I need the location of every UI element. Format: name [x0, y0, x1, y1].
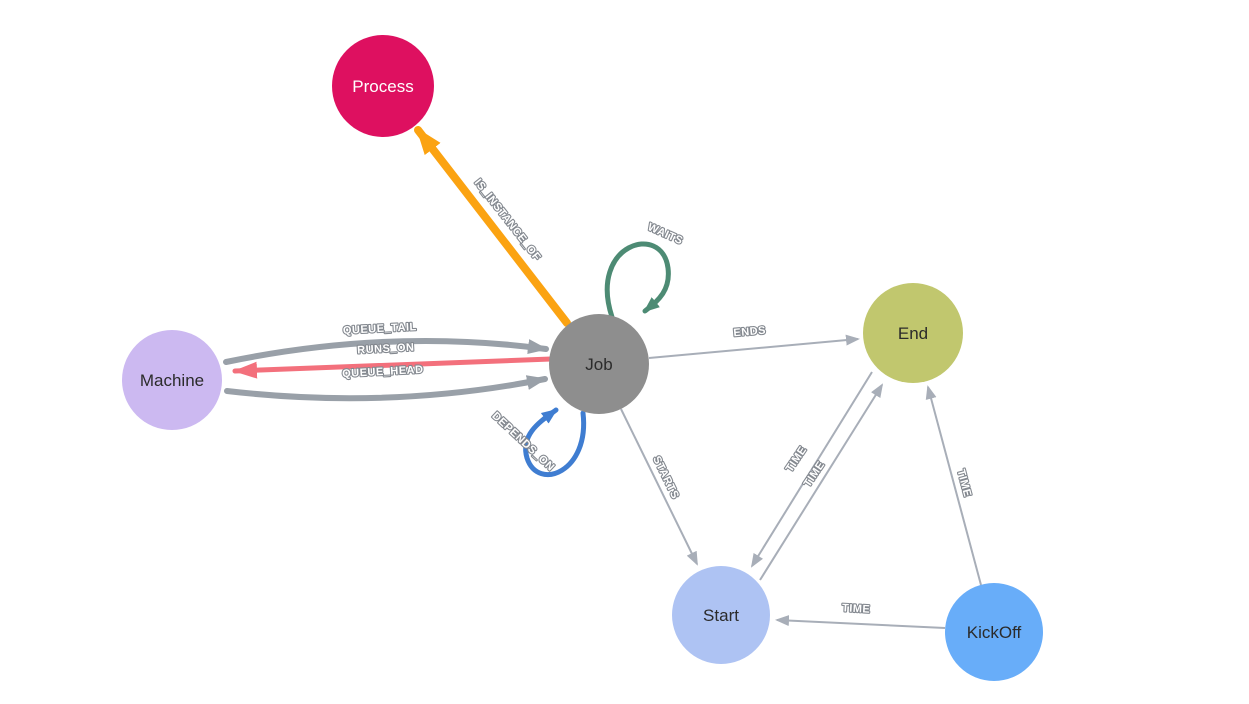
edge-time-kickoff-to-start[interactable]: [775, 615, 946, 629]
edge-label-queue-head: QUEUE_HEAD: [342, 364, 424, 380]
node-machine[interactable]: [122, 330, 222, 430]
node-layer: Process Machine Job End Start KickOff: [122, 35, 1043, 681]
edge-is-instance-of[interactable]: [414, 126, 571, 327]
node-label-start: Start: [703, 606, 739, 625]
node-label-kickoff: KickOff: [967, 623, 1022, 642]
edge-label-queue-tail: QUEUE_TAIL: [343, 321, 417, 337]
edge-label-runs-on: RUNS_ON: [357, 342, 415, 357]
node-label-process: Process: [352, 77, 413, 96]
node-label-job: Job: [585, 355, 612, 374]
edge-time-kickoff-to-end[interactable]: [925, 385, 982, 586]
node-label-end: End: [898, 324, 928, 343]
node-label-machine: Machine: [140, 371, 204, 390]
edge-label-ends: ENDS: [733, 325, 766, 340]
edge-label-time-end-start: TIME: [784, 444, 810, 474]
edge-label-time-start-end: TIME: [802, 459, 828, 489]
node-start[interactable]: [672, 566, 770, 664]
edge-label-time-kickoff-start: TIME: [842, 602, 871, 615]
edge-layer: [223, 126, 982, 629]
node-end[interactable]: [863, 283, 963, 383]
edge-ends[interactable]: [648, 334, 860, 359]
edge-queue-tail[interactable]: [223, 337, 549, 365]
node-job[interactable]: [549, 314, 649, 414]
edge-depends-on-self-loop[interactable]: [523, 407, 587, 477]
node-kickoff[interactable]: [945, 583, 1043, 681]
edge-time-start-to-end[interactable]: [759, 383, 884, 581]
edge-queue-head[interactable]: [224, 375, 548, 402]
edge-starts[interactable]: [620, 408, 698, 566]
node-process[interactable]: [332, 35, 434, 137]
edge-time-end-to-start[interactable]: [750, 371, 873, 568]
edge-runs-on[interactable]: [232, 356, 554, 379]
edge-waits-self-loop[interactable]: [604, 241, 671, 320]
